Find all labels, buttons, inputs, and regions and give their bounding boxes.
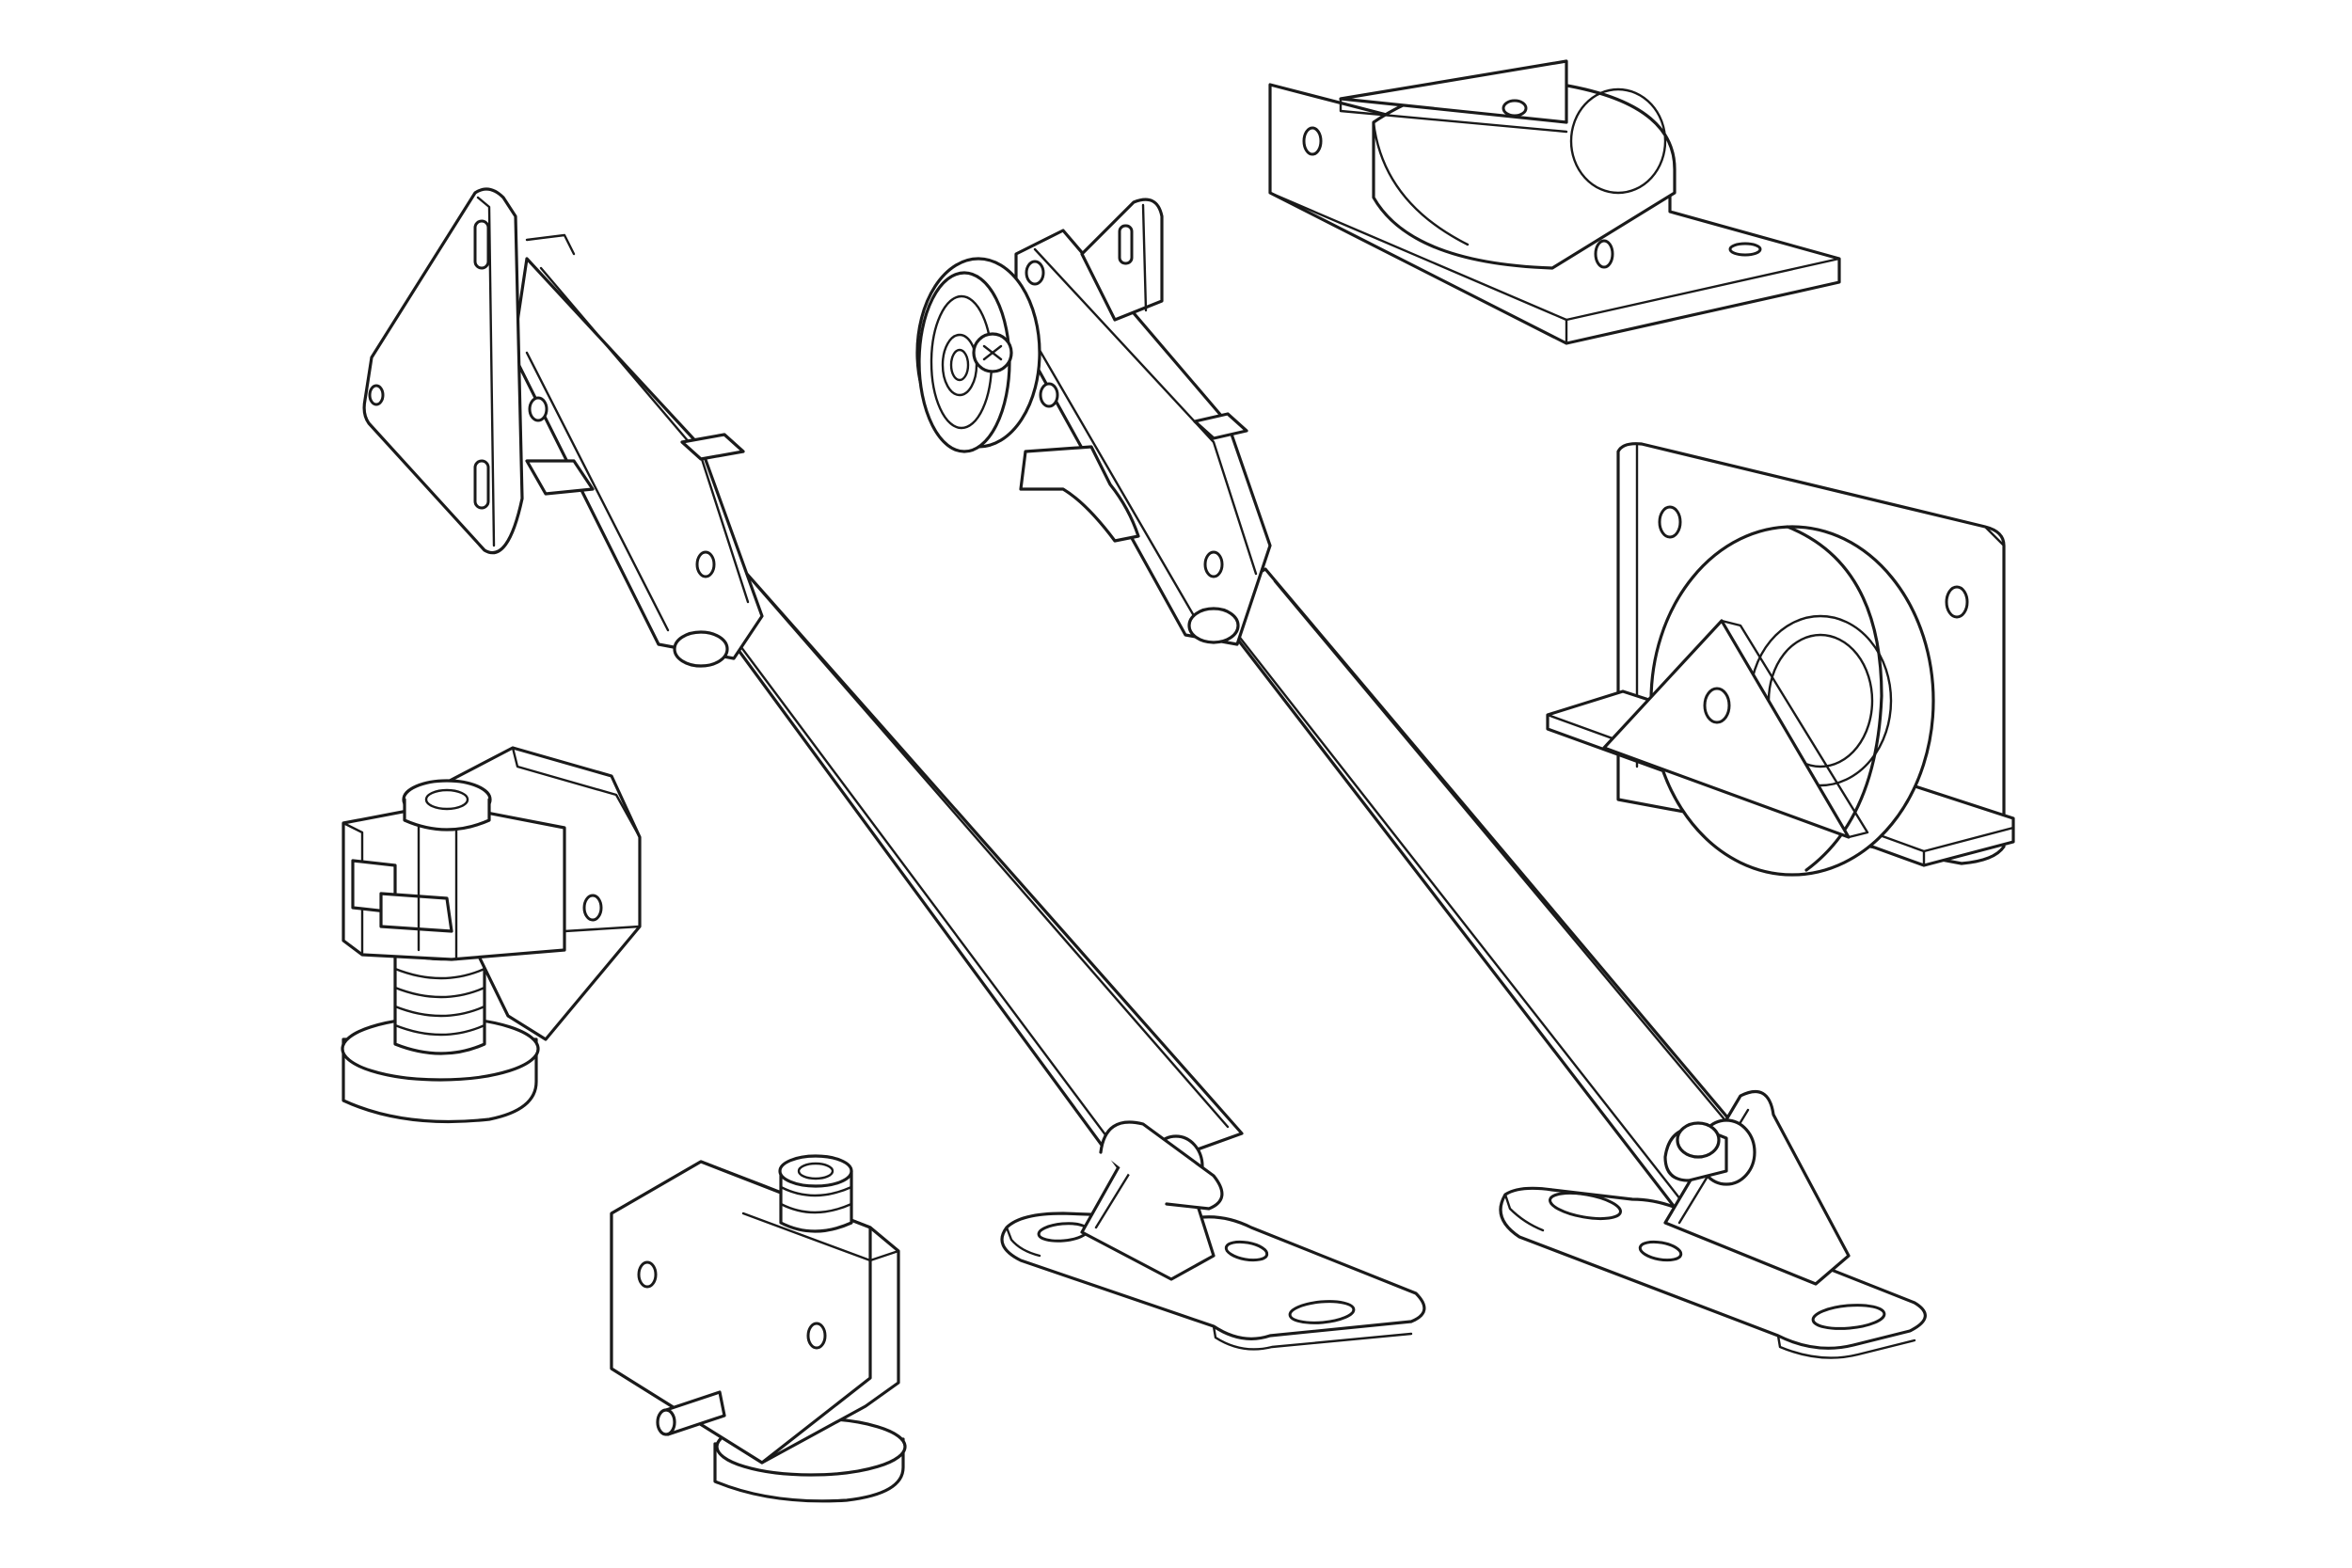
hex-socket-screw-bottom bbox=[778, 1154, 853, 1233]
leveling-foot-left-thread bbox=[393, 929, 486, 1055]
lid-stay-left-base bbox=[1000, 1212, 1426, 1351]
hex-socket-screw-left bbox=[402, 779, 492, 832]
lid-stay-left-arm bbox=[694, 562, 1244, 1178]
lid-stay-right-link bbox=[1014, 229, 1272, 646]
roller-wheel-right-stay bbox=[915, 257, 1059, 453]
lid-stay-left-plate bbox=[362, 187, 595, 555]
lid-stay-left-pivot bbox=[1080, 1120, 1224, 1281]
leveling-foot-bottom bbox=[610, 1154, 907, 1503]
lid-stay-right-base bbox=[1499, 1186, 1927, 1359]
leveling-foot-bottom-plate bbox=[610, 1160, 872, 1465]
roller-bracket-top bbox=[1268, 59, 1841, 345]
lid-stay-right-pivot bbox=[1663, 1090, 1851, 1286]
leveling-foot-left-clamp bbox=[342, 802, 566, 961]
lid-stay-left bbox=[362, 187, 1426, 1351]
guide-pin bbox=[656, 1390, 726, 1436]
leveling-foot-left bbox=[341, 746, 642, 1124]
roller-bracket-right bbox=[1546, 442, 2015, 877]
lid-stay-right-bracket bbox=[1080, 198, 1164, 322]
lid-stay-right bbox=[915, 198, 1927, 1359]
